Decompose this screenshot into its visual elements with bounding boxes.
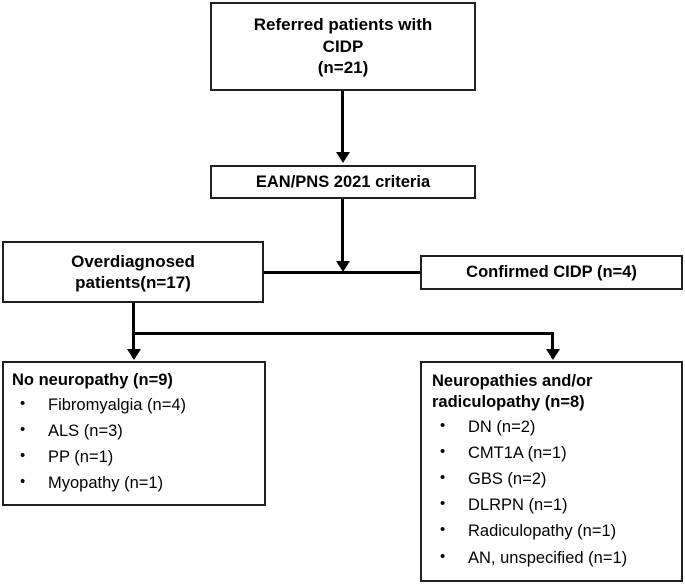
connector-horizontal-overdiagnosed-confirmed bbox=[263, 271, 421, 274]
list-item: Myopathy (n=1) bbox=[12, 470, 256, 496]
connector-split-right-down bbox=[551, 332, 554, 358]
node-referred-line1: Referred patients with bbox=[253, 15, 433, 35]
node-neuropathies-title-line2: radiculopathy (n=8) bbox=[432, 393, 585, 412]
list-item: GBS (n=2) bbox=[432, 466, 673, 492]
node-ean-pns-criteria: EAN/PNS 2021 criteria bbox=[210, 165, 476, 199]
node-no-neuropathy: No neuropathy (n=9) Fibromyalgia (n=4) A… bbox=[2, 361, 266, 506]
list-item: CMT1A (n=1) bbox=[432, 440, 673, 466]
list-item: DLRPN (n=1) bbox=[432, 492, 673, 518]
node-overdiagnosed-patients: Overdiagnosed patients(n=17) bbox=[2, 241, 264, 303]
node-overdiagnosed-patients-text: Overdiagnosed patients(n=17) bbox=[65, 251, 201, 294]
node-confirmed-cidp-text: Confirmed CIDP (n=4) bbox=[466, 263, 637, 282]
list-item: AN, unspecified (n=1) bbox=[432, 545, 673, 571]
connector-referred-to-criteria bbox=[341, 91, 344, 154]
node-overdiagnosed-line2: patients(n=17) bbox=[75, 273, 191, 292]
arrowhead-to-criteria bbox=[335, 152, 350, 163]
node-neuropathies-title-line1: Neuropathies and/or bbox=[432, 372, 593, 390]
node-referred-line2: CIDP bbox=[322, 36, 364, 56]
node-ean-pns-criteria-text: EAN/PNS 2021 criteria bbox=[255, 172, 431, 191]
arrowhead-to-no-neuropathy bbox=[126, 349, 141, 360]
connector-criteria-down bbox=[341, 199, 344, 261]
list-item: PP (n=1) bbox=[12, 444, 256, 470]
node-confirmed-cidp: Confirmed CIDP (n=4) bbox=[420, 255, 683, 290]
list-item: Fibromyalgia (n=4) bbox=[12, 392, 256, 418]
node-overdiagnosed-line1: Overdiagnosed bbox=[71, 251, 195, 271]
connector-overdiagnosed-down bbox=[132, 303, 135, 358]
node-neuropathies-radiculopathy-title: Neuropathies and/or radiculopathy (n=8) bbox=[432, 371, 673, 413]
connector-split-horizontal bbox=[132, 332, 554, 335]
neuropathies-list: DN (n=2) CMT1A (n=1) GBS (n=2) DLRPN (n=… bbox=[432, 414, 673, 570]
list-item: DN (n=2) bbox=[432, 414, 673, 440]
node-referred-line3: (n=21) bbox=[317, 58, 369, 78]
list-item: ALS (n=3) bbox=[12, 418, 256, 444]
arrowhead-to-split-bar bbox=[335, 261, 350, 272]
arrowhead-to-neuropathies bbox=[545, 349, 560, 360]
node-no-neuropathy-title: No neuropathy (n=9) bbox=[12, 371, 173, 389]
node-neuropathies-radiculopathy: Neuropathies and/or radiculopathy (n=8) D… bbox=[420, 361, 683, 582]
list-item: Radiculopathy (n=1) bbox=[432, 518, 673, 544]
no-neuropathy-list: Fibromyalgia (n=4) ALS (n=3) PP (n=1) My… bbox=[12, 392, 256, 496]
